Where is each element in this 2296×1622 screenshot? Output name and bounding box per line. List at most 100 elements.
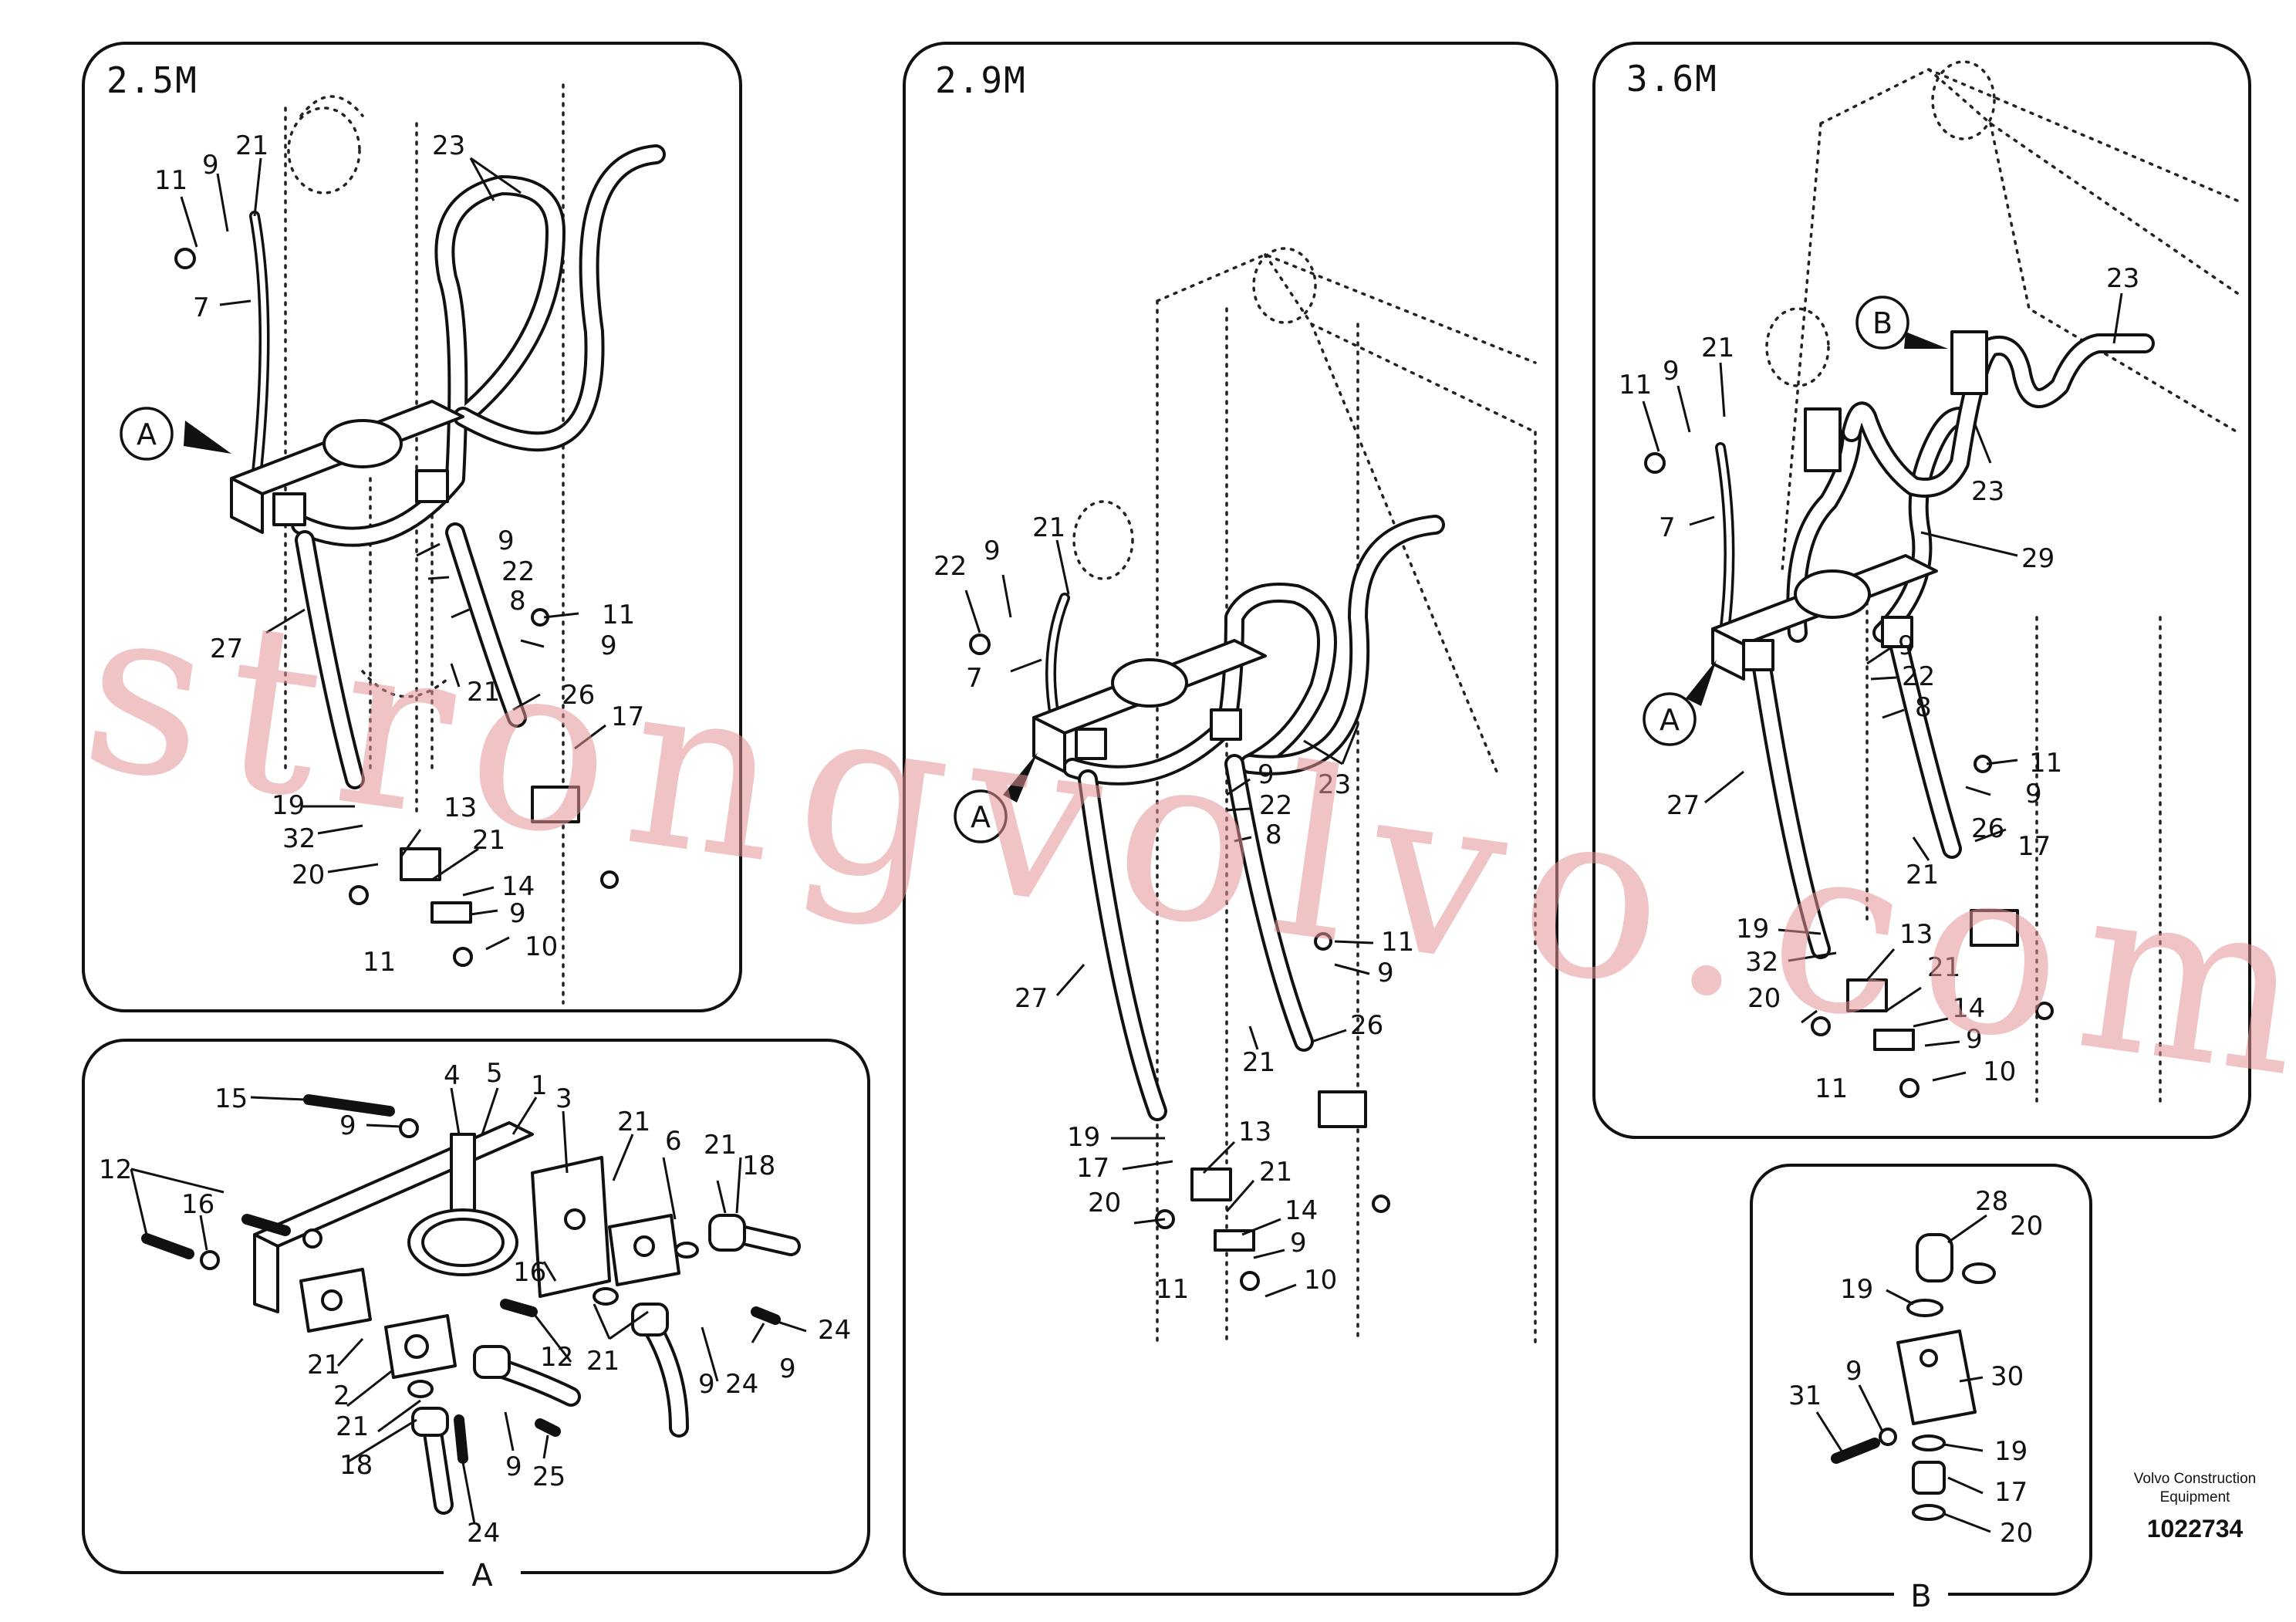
part-label: 32	[1745, 947, 1778, 978]
flange-block	[430, 901, 472, 924]
bolt-head	[2035, 1002, 2054, 1020]
brand-name: Volvo Construction	[2134, 1471, 2256, 1487]
part-label: 26	[562, 680, 595, 711]
block-30	[1896, 1330, 1977, 1425]
part-label: 27	[210, 634, 243, 664]
flange-block	[1846, 978, 1888, 1012]
part-label: 12	[540, 1342, 573, 1373]
bolt-head	[174, 248, 196, 269]
part-label: 23	[1318, 769, 1351, 800]
leader-lines	[130, 1087, 807, 1525]
hose-clamp	[1111, 658, 1188, 708]
panel-2-5m-frame	[82, 42, 742, 1012]
part-label: 11	[1381, 927, 1414, 958]
part-label: 11	[154, 165, 187, 196]
view-callout-label: B	[1872, 306, 1893, 340]
part-label: 21	[336, 1411, 369, 1442]
boom-pin-ghost	[287, 106, 361, 194]
part-label: 9	[984, 536, 1001, 566]
part-label: 18	[742, 1151, 775, 1181]
part-label: 27	[1666, 790, 1700, 821]
mounting-bracket-side	[230, 477, 264, 534]
part-label: 9	[1898, 630, 1915, 661]
part-label: 9	[339, 1110, 356, 1141]
port	[1920, 1349, 1938, 1367]
bolt-head	[1314, 932, 1332, 951]
part-label: 30	[1990, 1361, 2024, 1392]
part-label: 32	[282, 823, 316, 854]
part-label: 22	[1902, 661, 1935, 692]
brand-block: Volvo Construction Equipment 1022734	[2134, 1471, 2256, 1543]
valve-block	[1318, 1090, 1367, 1128]
o-ring-19	[1912, 1434, 1946, 1451]
part-label: 23	[432, 130, 465, 161]
fitting-block	[1210, 708, 1242, 741]
part-label: 25	[532, 1461, 566, 1492]
o-ring-21	[407, 1380, 434, 1398]
part-label: 8	[1265, 819, 1282, 850]
part-label: 11	[602, 600, 635, 630]
part-label: 21	[467, 677, 500, 708]
panel-2-5m: 2.5M A	[82, 42, 742, 1012]
elbow-18	[411, 1407, 449, 1437]
port	[404, 1334, 429, 1359]
section-label: A	[471, 1558, 493, 1593]
panel-2-9m-frame	[903, 42, 1558, 1596]
mounting-bracket-side	[1711, 627, 1745, 681]
o-ring-20	[1912, 1504, 1946, 1521]
part-label: 19	[272, 790, 305, 821]
elbow-28	[1916, 1233, 1953, 1282]
bolt-15	[303, 1094, 395, 1117]
hose-clamp	[322, 419, 403, 468]
o-ring-19	[1906, 1299, 1943, 1317]
part-label: 23	[2106, 263, 2139, 294]
part-label: 21	[1259, 1157, 1292, 1188]
part-label: 9	[1290, 1228, 1307, 1259]
panel-3-6m-frame	[1592, 42, 2251, 1139]
part-label: 9	[1845, 1356, 1862, 1387]
fitting-block	[272, 492, 306, 526]
view-callout-label: A	[1660, 703, 1680, 737]
part-label: 20	[1747, 983, 1781, 1014]
part-label: 10	[1983, 1056, 2016, 1087]
part-label: 26	[1971, 813, 2004, 844]
boom-pin-ghost	[1252, 247, 1317, 324]
valve-block-b	[1950, 330, 1988, 395]
boom-ghost-outline	[1781, 68, 2239, 1105]
panel-title: 3.6M	[1626, 58, 1718, 100]
part-label: 24	[467, 1518, 500, 1549]
elbow-fitting	[631, 1303, 669, 1336]
section-gap	[1894, 1580, 1948, 1608]
fitting-block	[1742, 639, 1774, 671]
part-label: 18	[339, 1450, 373, 1481]
part-label: 9	[1377, 958, 1394, 988]
part-number-labels: 11 9 21 7 23 23 29 9 22 8 11 9 27 26 17 …	[1619, 263, 2139, 1104]
part-label: 22	[501, 556, 535, 587]
part-label: 19	[1736, 914, 1769, 944]
part-label: 3	[555, 1083, 572, 1114]
part-label: 1	[531, 1070, 548, 1101]
o-ring-20	[1962, 1262, 1996, 1284]
leader-lines	[964, 539, 1374, 1298]
part-label: 13	[1238, 1117, 1271, 1147]
part-label: 12	[99, 1154, 132, 1185]
part-label: 11	[363, 947, 396, 978]
section-label: B	[1910, 1579, 1931, 1614]
part-label: 9	[2025, 779, 2042, 809]
watermark: strongvolvo.com	[69, 551, 2296, 1131]
bolt-24	[751, 1306, 781, 1325]
panel-2-9m: 2.9M A 22 9 21	[903, 42, 1558, 1596]
part-label: 21	[235, 130, 268, 161]
part-label: 22	[1259, 790, 1292, 821]
bolt-12-right	[500, 1299, 538, 1317]
detail-view-a: A	[82, 1039, 870, 1593]
part-label: 21	[586, 1346, 620, 1377]
elbow-fitting	[473, 1345, 511, 1379]
part-label: 9	[498, 525, 515, 556]
part-label: 13	[1899, 919, 1933, 950]
brand-name-line2: Equipment	[2160, 1489, 2231, 1505]
part-label: 11	[1619, 370, 1652, 400]
callout-pointer	[1904, 332, 1948, 349]
boom-ghost-outline	[1156, 253, 1537, 1344]
